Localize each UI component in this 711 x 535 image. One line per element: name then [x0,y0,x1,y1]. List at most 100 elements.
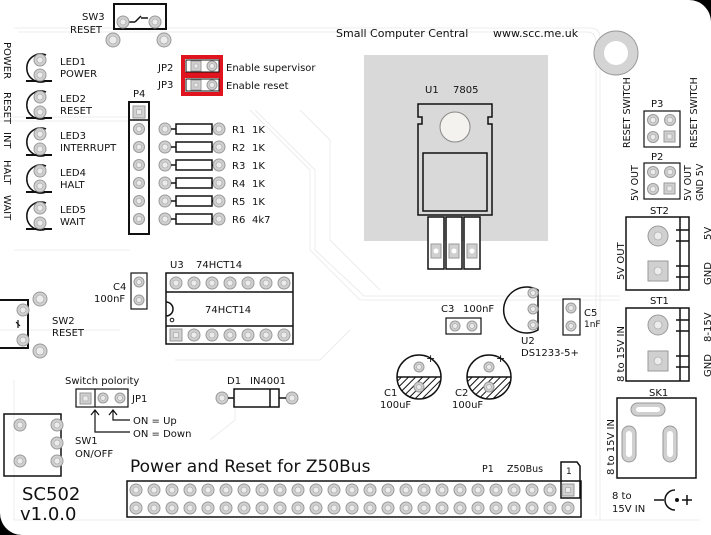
u1-value: 7805 [453,85,478,96]
u1-regulator[interactable] [417,103,493,270]
c3-capacitor[interactable] [445,317,482,335]
edge-label-reset: RESET [1,92,12,125]
u3-pin [259,276,273,290]
sw1-label: ON/OFF [75,449,113,460]
p1-pin [129,483,143,497]
p4-ref: P4 [133,89,145,100]
p1-pin [219,483,233,497]
u3-ic[interactable] [165,272,294,345]
resistor-value: 1K [252,197,265,208]
p1-pin [183,501,197,515]
u1-ref: U1 [425,85,439,96]
p1-pin [237,483,251,497]
p2-header[interactable] [643,162,681,200]
p1-pin [255,483,269,497]
jp2-label: Enable supervisor [226,63,316,74]
p1-pin1-marker: 1 [566,467,572,477]
u3-pin [259,328,273,342]
led-ref: LED5 [60,205,86,216]
u2-value: DS1233-5+ [521,348,579,359]
jp3-jumper[interactable] [181,74,223,96]
u2-supervisor[interactable] [502,286,539,334]
resistor-value: 1K [252,179,265,190]
c4-capacitor[interactable] [130,272,148,310]
c2-ref: C2 [455,388,468,399]
st1-side-label: 8 to 15V IN [616,326,627,382]
p1-pin [345,483,359,497]
resistor-pad [158,158,172,172]
p1-pin [327,501,341,515]
board-title: Power and Reset for Z50Bus [130,457,371,477]
sk1-dc-jack[interactable] [616,397,697,479]
st2-terminal-block[interactable] [625,216,690,291]
jp3-ref: JP3 [157,80,173,91]
p4-pin [133,123,145,135]
led-pad [33,105,47,119]
board-version: v1.0.0 [20,504,76,525]
resistor-value: 1K [252,143,265,154]
c2-capacitor[interactable]: + [466,352,512,400]
led-ref: LED2 [60,94,86,105]
st1-terminal-block[interactable] [625,307,690,382]
p1-pin [453,483,467,497]
resistor-pad [212,158,226,172]
p4-pin [133,195,145,207]
p1-bus-connector[interactable] [126,461,582,518]
sk1-bottom-label-1: 8 to [612,491,632,502]
resistor-pad [158,140,172,154]
jp3-label: Enable reset [226,81,289,92]
p3-right-label: RESET SWITCH [689,77,700,148]
resistor-r4[interactable]: R4 1K [158,176,265,190]
p1-pin [543,501,557,515]
p2-left-label: 5V OUT [630,165,641,201]
u3-value: 74HCT14 [196,260,242,271]
led-label: INTERRUPT [60,143,117,154]
led-pad [33,164,47,178]
st1-pin1-label: 8-15V [703,312,711,342]
p3-header[interactable] [643,110,681,148]
p1-pin [291,483,305,497]
p1-pin [147,483,161,497]
resistor-ref: R4 [232,179,245,190]
jp1-title: Switch polority [65,376,139,387]
sw1-power-switch[interactable] [3,413,64,477]
sw3-label: RESET [70,25,103,36]
c1-capacitor[interactable]: + [396,352,442,400]
p4-pin [133,213,145,225]
d1-value: IN4001 [250,376,286,387]
resistor-pad [212,194,226,208]
resistor-pad [212,140,226,154]
dc-polarity-icon [654,489,692,511]
st2-pin2-label: GND [703,262,711,285]
p1-pin [435,501,449,515]
c5-capacitor[interactable] [562,298,581,336]
resistor-value: 1K [252,125,265,136]
p1-pin [201,483,215,497]
p1-pin [489,483,503,497]
d1-diode[interactable] [215,388,299,408]
p4-header[interactable] [128,101,150,235]
sw3-reset-switch[interactable] [105,3,172,48]
led-label: WAIT [60,217,86,228]
resistor-pad [158,212,172,226]
resistor-pad [158,194,172,208]
c5-value: 1nF [584,320,601,330]
jp2-jumper[interactable] [181,55,223,76]
jp1-jumper[interactable] [75,388,129,408]
u3-ref: U3 [170,260,184,271]
p1-pin [363,483,377,497]
u3-pin [241,328,255,342]
jp1-on-down: ON = Down [133,429,191,440]
board-name: SC502 [22,484,80,505]
sw2-reset-switch[interactable] [0,291,48,359]
